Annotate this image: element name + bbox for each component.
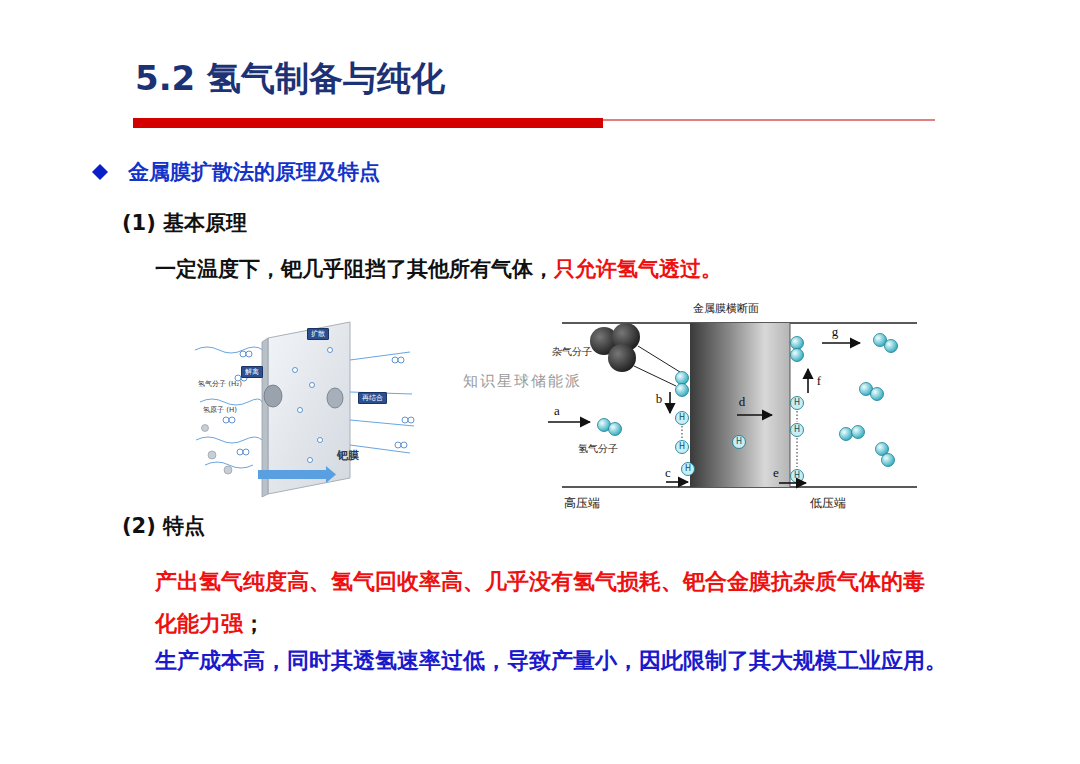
slide-title: 5.2 氢气制备与纯化 <box>135 58 445 99</box>
atom-letter: H <box>685 464 691 474</box>
part-label: 金属膜横断面 <box>693 302 759 315</box>
callout-letter: a <box>554 403 560 419</box>
callout-letter: d <box>739 394 746 410</box>
callout-letter: f <box>817 373 821 389</box>
principle-highlight: 只允许氢气透过。 <box>554 257 722 281</box>
title-rule <box>603 119 935 120</box>
tag-box: 再结合 <box>358 392 387 404</box>
subheading: (1) 基本原理 <box>122 211 247 236</box>
watermark: 知识星球储能派 <box>463 372 582 390</box>
atom-letter: H <box>679 413 685 423</box>
atom-letter: H <box>736 437 742 447</box>
text-paragraph: 一定温度下，钯几乎阻挡了其他所有气体，只允许氢气透过。 <box>155 256 722 283</box>
punctuation: ； <box>243 611 265 636</box>
advantage-text: 产出氢气纯度高、氢气回收率高、几乎没有氢气损耗、钯合金膜抗杂质气体的毒化能力强 <box>155 569 925 636</box>
tag-box: 扩散 <box>307 328 329 340</box>
side-label: 高压端 <box>564 496 600 510</box>
subheading: (2) 特点 <box>122 514 205 539</box>
callout-letter: e <box>773 465 779 481</box>
membrane-cross-section-diagram <box>548 323 917 487</box>
text-paragraph: 生产成本高，同时其透氢速率过低，导致产量小，因此限制了其大规模工业应用。 <box>155 647 947 676</box>
callout-letter: b <box>656 391 663 407</box>
tag-text: 再结合 <box>362 394 383 402</box>
part-label: 杂气分子 <box>552 346 592 358</box>
atom-letter: H <box>794 398 800 408</box>
atom-letter: H <box>794 425 800 435</box>
part-label: 氢气分子 <box>578 443 618 455</box>
text-paragraph: 产出氢气纯度高、氢气回收率高、几乎没有氢气损耗、钯合金膜抗杂质气体的毒化能力强； <box>155 561 945 645</box>
drawback-text: 生产成本高，同时其透氢速率过低，导致产量小，因此限制了其大规模工业应用。 <box>155 648 947 673</box>
callout-letter: c <box>665 465 671 481</box>
callout-letter: g <box>832 324 839 340</box>
membrane-illustration <box>195 322 414 497</box>
section-heading: 金属膜扩散法的原理及特点 <box>128 160 380 185</box>
atom-letter: H <box>794 471 800 481</box>
part-label: 氢气分子 (H₂) <box>198 380 242 388</box>
title-bar <box>133 118 603 128</box>
atom-letter: H <box>679 442 685 452</box>
part-label: 氢原子 (H) <box>203 406 237 414</box>
side-label: 低压端 <box>810 496 846 510</box>
tag-text: 解离 <box>245 368 259 376</box>
principle-text: 一定温度下，钯几乎阻挡了其他所有气体， <box>155 257 554 281</box>
tag-box: 解离 <box>241 366 263 378</box>
part-label: 钯膜 <box>337 449 359 462</box>
tag-text: 扩散 <box>311 330 325 338</box>
bullet-diamond <box>92 164 108 180</box>
